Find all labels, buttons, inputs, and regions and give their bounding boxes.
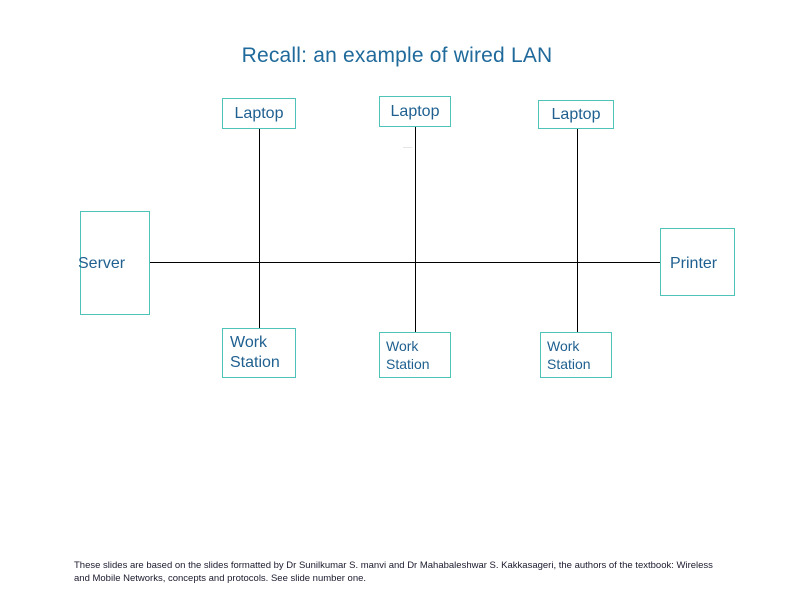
node-laptop-3-label: Laptop xyxy=(551,106,601,123)
node-server: Server xyxy=(78,211,150,315)
node-server-label: Server xyxy=(78,255,126,272)
node-laptop-2-label: Laptop xyxy=(390,103,440,120)
scan-artifact-mark xyxy=(403,147,412,148)
drop-line-column-3 xyxy=(577,129,578,333)
footer-attribution-note: These slides are based on the slides for… xyxy=(74,560,713,584)
node-laptop-2: Laptop xyxy=(379,96,451,127)
node-workstation-2-label: Work Station xyxy=(386,338,430,372)
node-workstation-3: Work Station xyxy=(540,332,612,378)
node-workstation-3-label: Work Station xyxy=(547,338,591,372)
node-laptop-3: Laptop xyxy=(538,100,614,129)
node-printer-label: Printer xyxy=(670,255,718,272)
node-printer: Printer xyxy=(660,228,735,296)
node-laptop-1-label: Laptop xyxy=(234,105,284,122)
node-workstation-2: Work Station xyxy=(379,332,451,378)
drop-line-column-1 xyxy=(259,129,260,329)
bus-backbone-line xyxy=(150,262,661,263)
node-workstation-1-label: Work Station xyxy=(230,334,280,371)
node-workstation-1: Work Station xyxy=(222,328,296,378)
node-laptop-1: Laptop xyxy=(222,98,296,129)
page-title: Recall: an example of wired LAN xyxy=(241,44,553,67)
drop-line-column-2 xyxy=(415,127,416,333)
